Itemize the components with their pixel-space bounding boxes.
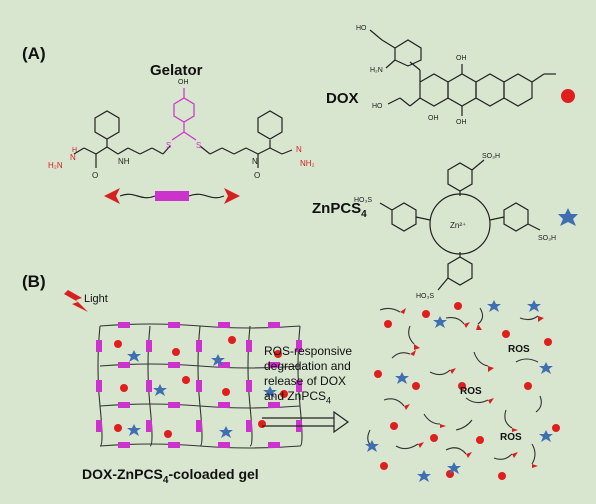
znpcs-title: ZnPCS4: [312, 200, 367, 220]
ros-label-2: ROS: [460, 386, 482, 397]
znpcs-so3h-top: SO₃H: [482, 153, 500, 160]
gelator-nh-mid-right: N: [252, 157, 258, 166]
dox-oh2-label: OH: [456, 119, 467, 126]
degraded-fragments: [400, 308, 544, 468]
znpcs-so3h-right: SO₃H: [538, 235, 556, 242]
arrow-text-line-1: ROS-responsive: [264, 344, 353, 358]
gelator-oh-label: OH: [178, 79, 189, 86]
gelator-s1-label: S: [166, 141, 171, 150]
gel-dox-particles: [114, 336, 288, 438]
dox-oh3-label: OH: [428, 115, 439, 122]
dox-oh1-label: OH: [456, 55, 467, 62]
degraded-network: [367, 307, 542, 465]
znpcs-marker: [558, 208, 578, 226]
znpcs-zn-label: Zn²⁺: [450, 221, 466, 230]
dox-ho-label: HO: [356, 25, 367, 32]
arrow-text-line-2: degradation and: [264, 359, 351, 373]
lightning-icon: [64, 290, 88, 312]
znpcs-structure: [379, 159, 541, 291]
gel-znpcs-particles: [127, 350, 277, 438]
ros-label-3: ROS: [500, 432, 522, 443]
znpcs-so3h-bottom: HO₃S: [416, 293, 434, 300]
dox-h2n-label: H₂N: [370, 67, 383, 74]
gel-linkers: [96, 322, 302, 448]
ros-label-1: ROS: [508, 344, 530, 355]
released-dox-particles: [374, 302, 560, 480]
arrow-text-line-4: and ZnPCS4: [264, 389, 332, 406]
dox-structure: [369, 29, 556, 116]
znpcs-so3h-left: HO₃S: [354, 197, 372, 204]
dox-title: DOX: [326, 90, 359, 107]
gelator-schematic: [104, 188, 240, 204]
gelator-hn-label: N: [70, 153, 76, 162]
release-arrow: [262, 410, 350, 434]
gelator-h2n-label: H₂N: [48, 161, 63, 170]
gelator-structure: [73, 88, 293, 168]
gelator-nh2-label: NH₂: [300, 159, 315, 168]
arrow-text: ROS-responsive degradation and release o…: [264, 344, 352, 408]
gelator-title: Gelator: [150, 62, 203, 79]
gelator-o-left: O: [92, 171, 98, 180]
gel-caption: DOX-ZnPCS4-coloaded gel: [82, 466, 259, 486]
arrow-text-line-3: release of DOX: [264, 374, 347, 388]
light-label: Light: [84, 293, 108, 305]
panel-a-label: (A): [22, 44, 46, 63]
released-znpcs-particles: [365, 300, 553, 482]
dox-marker: [561, 89, 575, 103]
panel-b-label: (B): [22, 272, 46, 291]
gelator-nh-label: N: [296, 145, 302, 154]
gelator-s2-label: S: [196, 141, 201, 150]
dox-ho2-label: HO: [372, 103, 383, 110]
gelator-nh-mid-left: NH: [118, 157, 130, 166]
gelator-o-right: O: [254, 171, 260, 180]
gelator-h-label: H: [72, 147, 77, 154]
